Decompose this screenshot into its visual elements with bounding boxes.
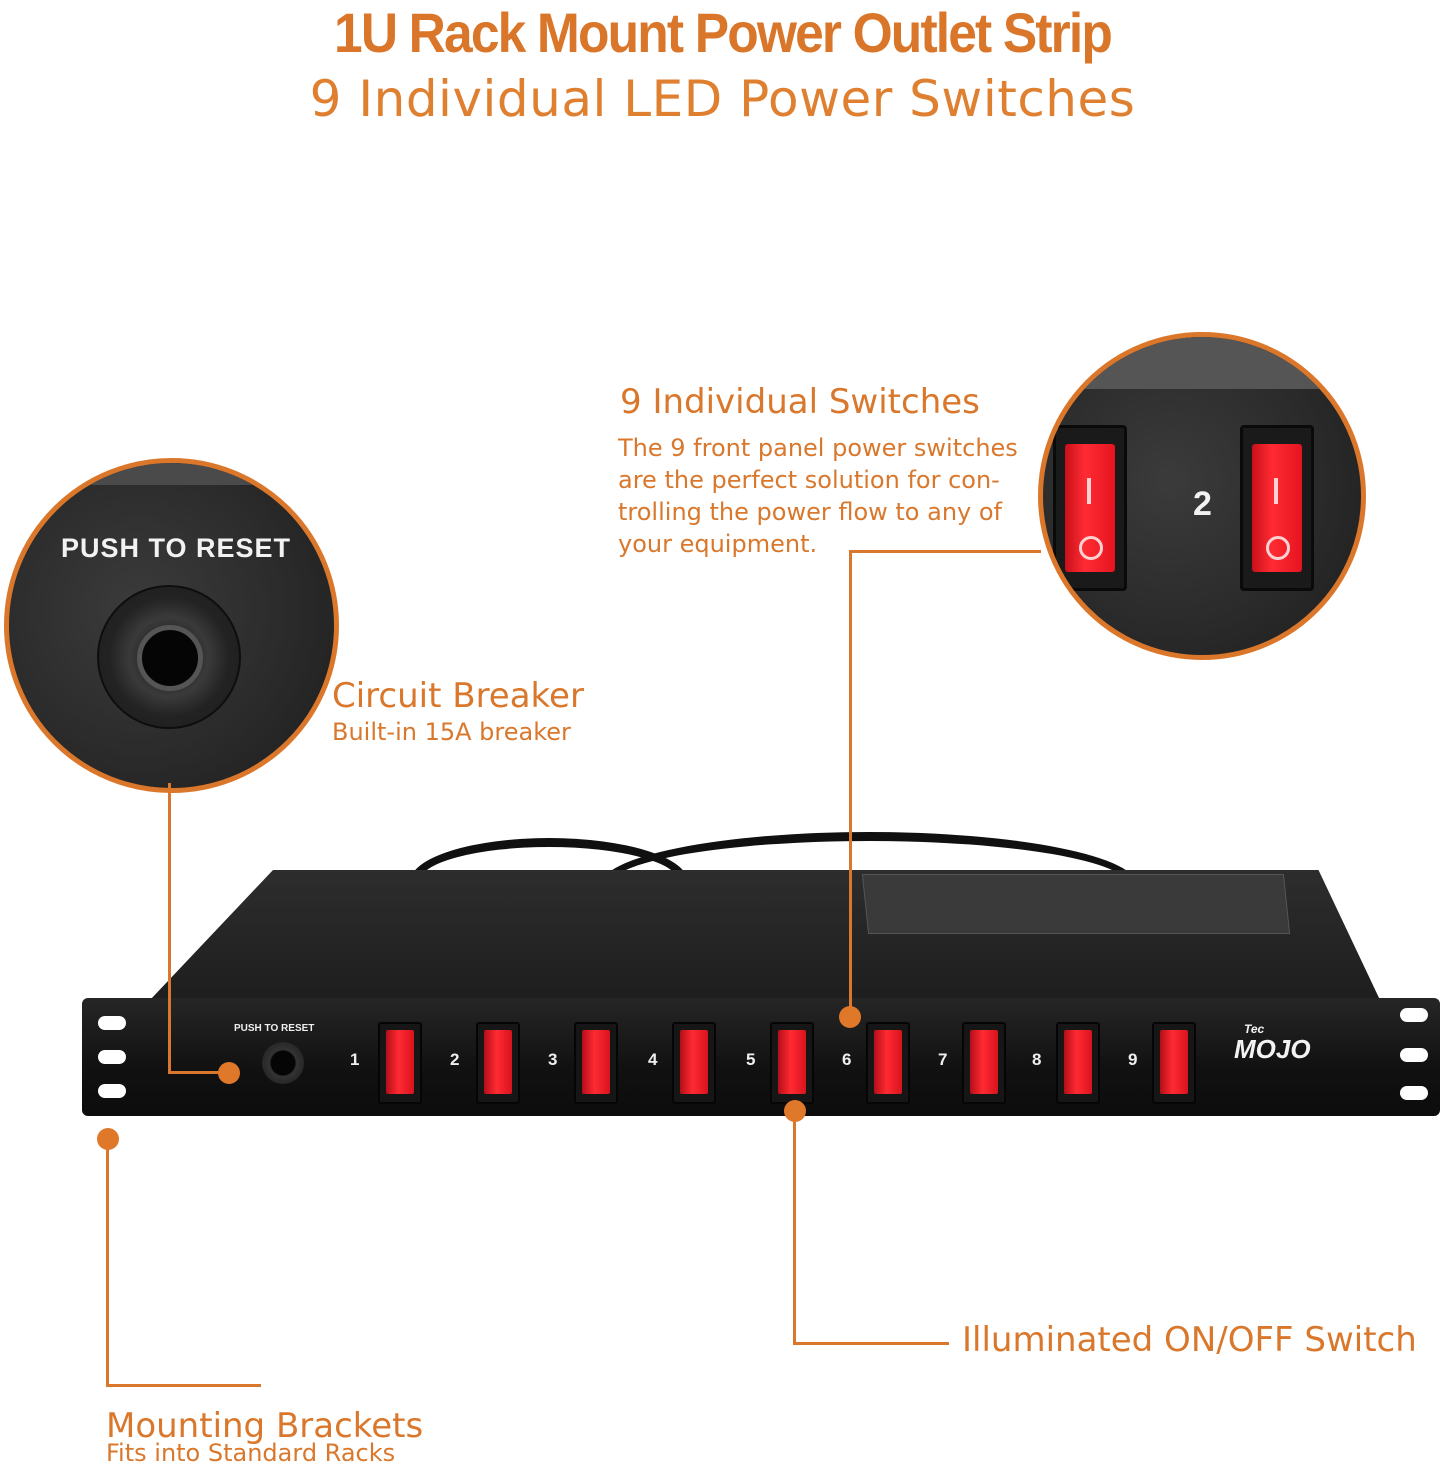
switch-rocker bbox=[778, 1030, 806, 1094]
chassis-top-edge bbox=[1043, 337, 1361, 389]
switch-number-4: 4 bbox=[648, 1050, 658, 1069]
zoom-switch-number: 2 bbox=[1193, 485, 1212, 523]
reset-button[interactable] bbox=[262, 1042, 304, 1084]
bracket-hole bbox=[1400, 1008, 1428, 1022]
breaker-leader-dot bbox=[218, 1062, 240, 1084]
switches-heading: 9 Individual Switches bbox=[620, 382, 980, 422]
zoom-reset-label: PUSH TO RESET bbox=[61, 533, 292, 563]
switch-number-9: 9 bbox=[1128, 1050, 1138, 1069]
switch-rocker bbox=[970, 1030, 998, 1094]
reset-button-knob bbox=[97, 585, 241, 729]
switches-zoom-circle: 2 bbox=[1038, 332, 1366, 660]
switches-leader-dot bbox=[839, 1006, 861, 1028]
switch-number-2: 2 bbox=[450, 1050, 460, 1069]
bracket-hole bbox=[98, 1084, 126, 1098]
brand-logo: MOJO bbox=[1234, 1034, 1311, 1064]
switch-rocker bbox=[1064, 1030, 1092, 1094]
zoom-switch-2 bbox=[1240, 425, 1314, 591]
switch-rocker bbox=[484, 1030, 512, 1094]
bracket-hole bbox=[98, 1016, 126, 1030]
brackets-leader-line bbox=[106, 1140, 109, 1386]
power-switch-7[interactable] bbox=[962, 1022, 1006, 1104]
brackets-leader-line bbox=[106, 1384, 261, 1387]
power-switch-2[interactable] bbox=[476, 1022, 520, 1104]
power-switch-6[interactable] bbox=[866, 1022, 910, 1104]
reset-button-core bbox=[137, 625, 203, 691]
switch-rocker bbox=[1160, 1030, 1188, 1094]
breaker-heading: Circuit Breaker bbox=[332, 676, 584, 716]
power-switch-5[interactable] bbox=[770, 1022, 814, 1104]
breaker-leader-line bbox=[168, 783, 171, 1073]
chassis-top-edge bbox=[9, 463, 334, 485]
brackets-heading: Mounting Brackets bbox=[106, 1406, 424, 1446]
power-switch-4[interactable] bbox=[672, 1022, 716, 1104]
switch-rocker bbox=[582, 1030, 610, 1094]
switch-rocker bbox=[386, 1030, 414, 1094]
brand-small: Tec bbox=[1244, 1022, 1265, 1036]
zoom-switch-1 bbox=[1053, 425, 1127, 591]
page-title: 1U Rack Mount Power Outlet Strip bbox=[334, 1, 1113, 64]
bracket-hole bbox=[98, 1050, 126, 1064]
reset-zoom-circle: PUSH TO RESET bbox=[4, 458, 339, 793]
illuminated-leader-line bbox=[793, 1342, 949, 1345]
illuminated-heading: Illuminated ON/OFF Switch bbox=[962, 1320, 1417, 1360]
switch-rocker bbox=[680, 1030, 708, 1094]
power-switch-1[interactable] bbox=[378, 1022, 422, 1104]
switches-leader-line bbox=[849, 550, 1041, 553]
switch-number-1: 1 bbox=[350, 1050, 360, 1069]
brackets-description: Fits into Standard Racks bbox=[106, 1439, 396, 1467]
power-switch-3[interactable] bbox=[574, 1022, 618, 1104]
illuminated-leader-dot bbox=[784, 1100, 806, 1122]
device-reset-label: PUSH TO RESET bbox=[234, 1023, 315, 1034]
bracket-hole bbox=[1400, 1048, 1428, 1062]
switch-number-3: 3 bbox=[548, 1050, 558, 1069]
page-subtitle: 9 Individual LED Power Switches bbox=[309, 70, 1136, 128]
breaker-leader-line bbox=[168, 1071, 228, 1074]
bracket-hole bbox=[1400, 1086, 1428, 1100]
illuminated-leader-line bbox=[793, 1112, 796, 1344]
switch-number-6: 6 bbox=[842, 1050, 852, 1069]
switches-leader-line bbox=[849, 550, 852, 1015]
device-front-panel: PUSH TO RESET 1 2 3 4 5 6 7 8 9 Tec MOJO bbox=[82, 998, 1440, 1116]
brackets-leader-dot bbox=[97, 1128, 119, 1150]
device-spec-label bbox=[861, 874, 1291, 934]
switch-number-5: 5 bbox=[746, 1050, 756, 1069]
power-switch-8[interactable] bbox=[1056, 1022, 1100, 1104]
switch-number-7: 7 bbox=[938, 1050, 948, 1069]
switches-description: The 9 front panel power switches are the… bbox=[618, 434, 1018, 558]
power-switch-9[interactable] bbox=[1152, 1022, 1196, 1104]
switch-rocker bbox=[874, 1030, 902, 1094]
switch-number-8: 8 bbox=[1032, 1050, 1042, 1069]
breaker-description: Built-in 15A breaker bbox=[332, 718, 571, 746]
